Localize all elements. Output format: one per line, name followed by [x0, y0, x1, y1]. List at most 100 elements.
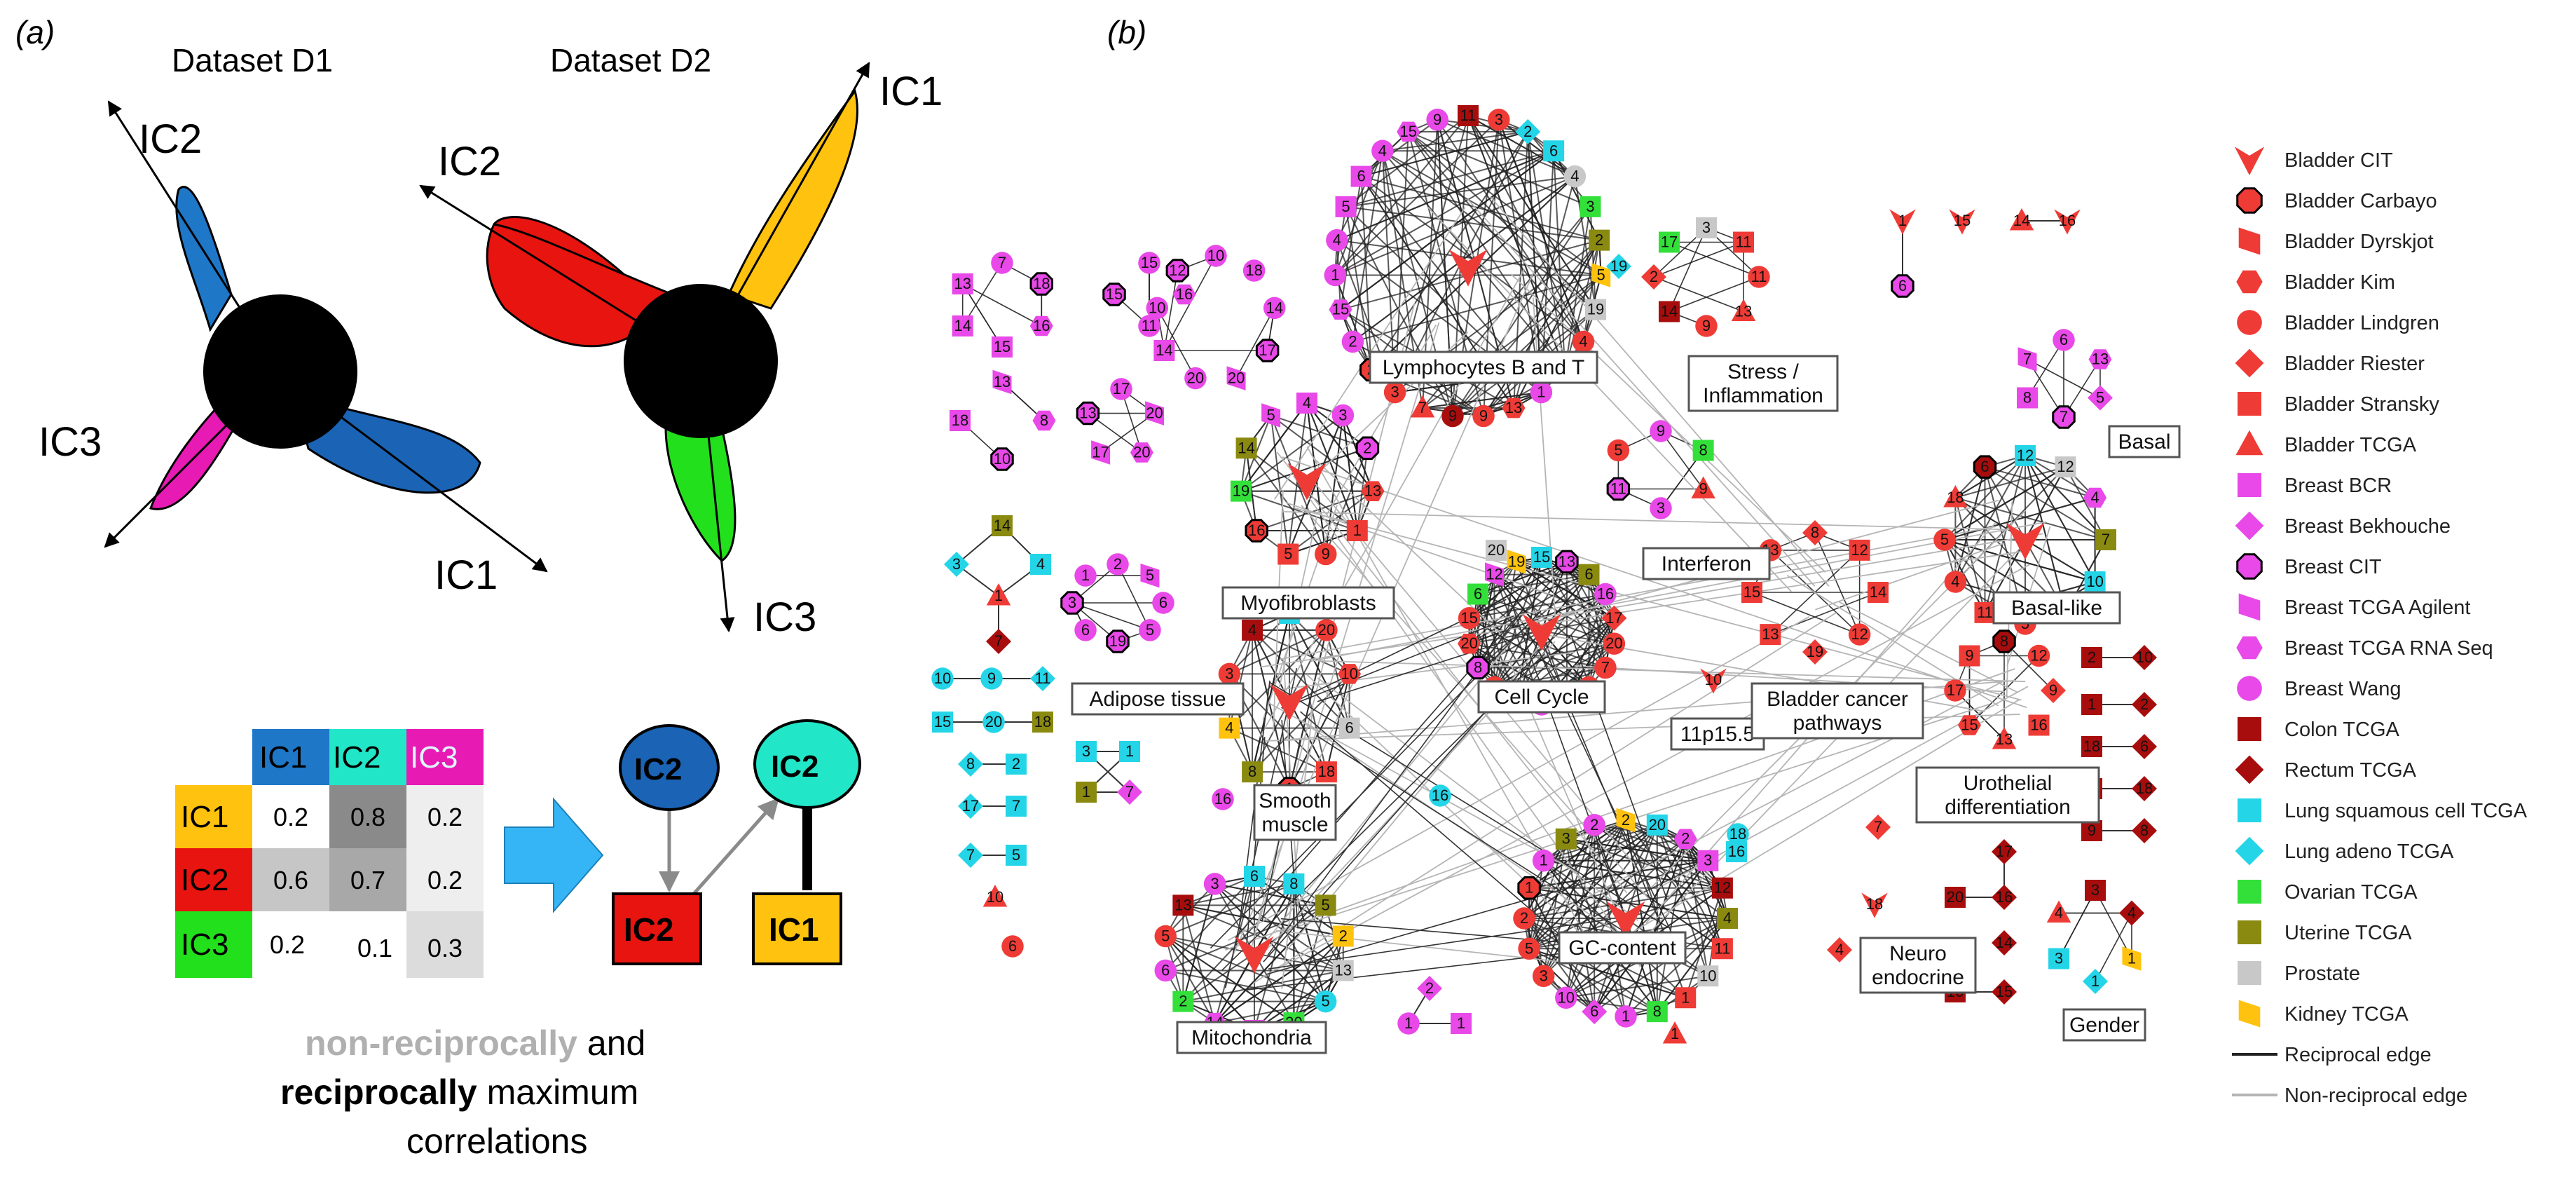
network-edge: [1183, 969, 1343, 1002]
network-node-label: 11: [1035, 669, 1051, 687]
network-node-label: 20: [1318, 621, 1335, 639]
network-edge: [2025, 455, 2106, 540]
network-edge: [1566, 561, 1615, 644]
network-node: [1235, 936, 1274, 974]
network-node-label: 16: [2030, 716, 2047, 733]
network-node-label: 8: [1474, 659, 1482, 676]
network-node: [1448, 249, 1488, 287]
network-edge: [1707, 887, 1723, 977]
network-node: [1203, 873, 1226, 895]
network-node-label: 10: [2136, 648, 2153, 666]
network-node: [1205, 245, 1227, 267]
network-edge: [1469, 643, 1606, 669]
network-node-label: 9: [1702, 317, 1711, 334]
network-node-label: 13: [1558, 552, 1575, 570]
network-edge: [1685, 887, 1723, 998]
panel-a-caption: non-reciprocally and reciprocally maximu…: [280, 1023, 645, 1161]
network-edge: [1523, 819, 1626, 919]
matrix-col-header-3: IC3: [410, 740, 458, 775]
network-edge: [1984, 455, 2026, 613]
dataset-d2-diagram: IC1 IC2 IC3: [419, 62, 943, 640]
network-node: [1992, 630, 2016, 653]
network-node: [1531, 547, 1552, 568]
network-node-label: 12: [2030, 647, 2047, 665]
matrix-col-header-3-bg: [406, 729, 484, 785]
network-node: [1606, 254, 1631, 279]
network-node: [1467, 583, 1489, 605]
network-node: [1074, 564, 1097, 587]
network-edge: [1334, 150, 1554, 276]
network-node-label: 1: [1331, 266, 1339, 284]
legend-label: Reciprocal edge: [2284, 1044, 2432, 1066]
network-node: [1315, 761, 1337, 783]
network-node: [2081, 820, 2102, 841]
dataset-d2-title: Dataset D2: [550, 42, 711, 79]
legend-label: Bladder Riester: [2284, 353, 2425, 375]
network-node-label: 4: [1378, 142, 1387, 159]
network-edge: [1498, 119, 1584, 342]
network-node-label: 10: [1558, 988, 1575, 1006]
network-edge: [1268, 918, 1612, 969]
network-node: [1296, 393, 1317, 414]
d2-ic1-label: IC1: [879, 69, 943, 114]
network-node: [1615, 1005, 1637, 1028]
network-edge: [1528, 819, 1626, 949]
network-node-label: 19: [1807, 643, 1823, 660]
network-node: [2048, 948, 2070, 969]
network-edge: [1281, 706, 1314, 989]
network-node: [1417, 976, 1442, 1001]
network-node-label: 17: [1113, 380, 1130, 397]
cluster-label: Myofibroblasts: [1240, 592, 1376, 615]
network-edge: [1422, 274, 1602, 409]
network-node: [1329, 299, 1352, 320]
network-node: [1152, 592, 1174, 614]
network-edge: [1253, 612, 1837, 984]
network-node-label: 15: [1460, 609, 1477, 627]
network-node-label: 18: [952, 411, 968, 429]
legend-label: Breast TCGA Agilent: [2284, 597, 2470, 619]
network-node: [2015, 445, 2036, 466]
network-node-label: 3: [1704, 852, 1712, 869]
network-node-label: 9: [1322, 545, 1330, 563]
network-node: [1451, 1013, 1472, 1034]
matrix-row-header-3-bg: [175, 911, 252, 978]
d2-ic3-axis: [699, 360, 735, 633]
network-node: [2132, 645, 2157, 670]
network-node-label: 7: [1012, 797, 1020, 815]
network-node: [2085, 880, 2106, 901]
network-node: [1944, 571, 1967, 593]
network-edge: [1259, 550, 2025, 668]
network-node-label: 4: [1248, 621, 1256, 639]
network-edge: [1944, 497, 2095, 540]
network-node-label: 2: [1595, 231, 1603, 249]
network-edge: [1685, 838, 1709, 977]
network-edge: [1574, 665, 2006, 693]
network-node: [982, 885, 1008, 907]
network-node-label: 13: [2092, 351, 2109, 368]
network-node-label: 6: [1474, 585, 1482, 603]
network-edge: [1336, 239, 1601, 276]
network-node: [1165, 259, 1190, 283]
network-edge: [1394, 131, 1409, 393]
network-node: [1429, 784, 1451, 807]
legend-swatch: [2236, 187, 2263, 214]
matrix-col-header-2-bg: [329, 729, 406, 785]
network-node-label: 5: [1146, 621, 1154, 639]
caption-maximum: maximum: [477, 1073, 639, 1112]
network-node: [1580, 196, 1601, 217]
d1-ic2-axis: [107, 100, 282, 372]
network-node-label: 6: [1898, 277, 1907, 294]
legend-swatch: [2237, 310, 2262, 335]
network-edge: [1467, 198, 1816, 587]
network-edge: [1493, 574, 1568, 701]
network-node: [1335, 196, 1357, 217]
network-edge: [1437, 119, 1584, 343]
network-edge: [1427, 206, 1792, 592]
network-edge: [1276, 451, 1628, 894]
legend-swatch: [2238, 920, 2261, 944]
network-node: [1695, 315, 1718, 337]
matrix-cell-value: 0.6: [273, 866, 308, 894]
network-edge: [1523, 887, 1723, 919]
network-node-label: 2: [2140, 695, 2149, 713]
matrix-cell: [406, 848, 484, 911]
